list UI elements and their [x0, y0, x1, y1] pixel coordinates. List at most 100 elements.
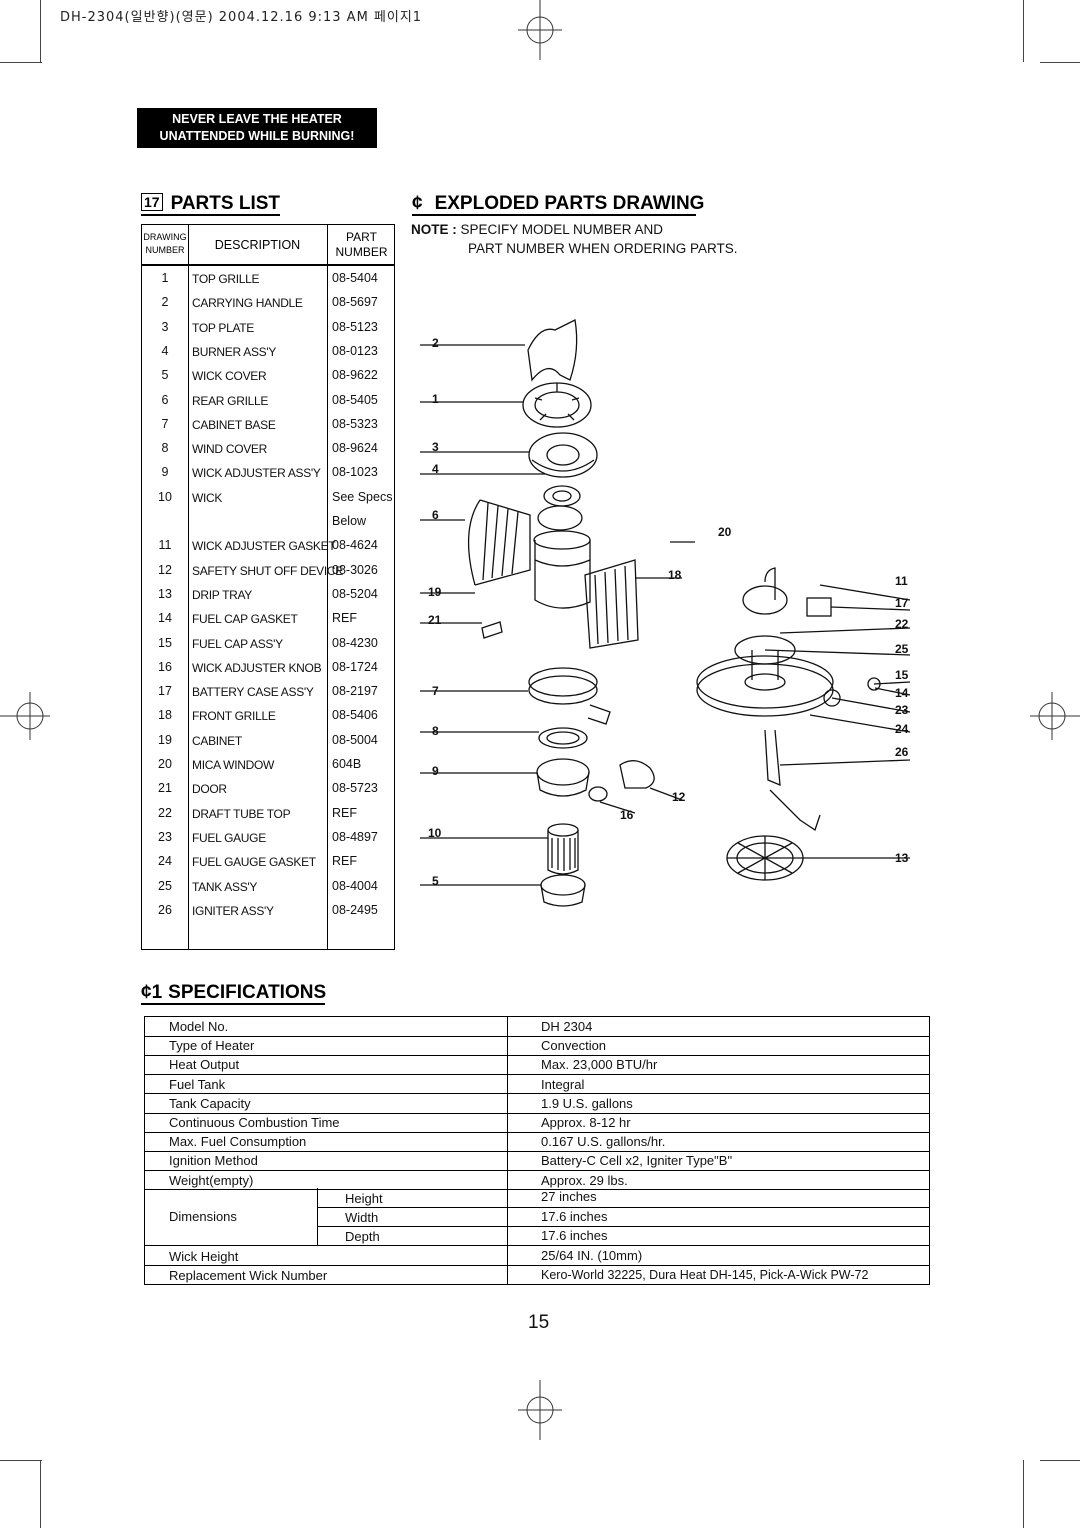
fuel-gauge-part	[823, 689, 841, 707]
callout-19: 19	[428, 585, 442, 599]
spec-label: Continuous Combustion Time	[169, 1115, 340, 1130]
warning-banner: NEVER LEAVE THE HEATER UNATTENDED WHILE …	[137, 108, 377, 148]
part-drawing-number: 8	[161, 441, 169, 456]
part-description: WICK	[192, 490, 223, 505]
part-number: 08-4004	[332, 878, 378, 893]
note-line-2: PART NUMBER WHEN ORDERING PARTS.	[468, 241, 738, 256]
callout-16: 16	[620, 808, 634, 822]
callout-24: 24	[895, 722, 909, 736]
title-underline	[412, 214, 696, 216]
part-number: 08-5323	[332, 416, 378, 431]
depth-label: Depth	[345, 1229, 380, 1244]
spec-value: Max. 23,000 BTU/hr	[541, 1057, 658, 1073]
callout-15: 15	[895, 668, 909, 682]
callout-2: 2	[432, 336, 439, 350]
part-number: See Specs	[332, 489, 393, 504]
wick-adjuster-knob-part	[588, 786, 608, 802]
spec-label: Model No.	[169, 1019, 229, 1034]
spec-value: DH 2304	[541, 1019, 593, 1034]
crop-mark	[1040, 1460, 1080, 1461]
warning-line-2: UNATTENDED WHILE BURNING!	[159, 129, 355, 143]
spec-label: Type of Heater	[169, 1038, 255, 1054]
igniter-part	[764, 729, 781, 787]
part-number: 08-2197	[332, 684, 378, 699]
part-description: FUEL CAP ASS'Y	[192, 636, 283, 651]
part-drawing-number: 11	[158, 538, 172, 553]
table-row: 25 TANK ASS'Y 08-4004	[142, 875, 396, 899]
callout-26: 26	[895, 745, 909, 759]
part-number: 08-5123	[332, 319, 378, 334]
replacement-wick-label: Replacement Wick Number	[169, 1268, 328, 1283]
callout-13: 13	[895, 851, 909, 865]
part-number: 08-4624	[332, 538, 378, 553]
carrying-handle-part	[527, 319, 578, 382]
spec-label: Ignition Method	[169, 1153, 258, 1169]
part-number: 08-5697	[332, 295, 378, 310]
part-description: TOP GRILLE	[192, 272, 260, 286]
crop-mark	[1040, 62, 1080, 63]
wick-cover-bottom-part	[540, 874, 586, 896]
front-grille-part	[584, 559, 639, 649]
spec-value: Approx. 8-12 hr	[541, 1115, 631, 1130]
part-drawing-number: 25	[158, 878, 172, 893]
spec-value: Approx. 29 lbs.	[541, 1172, 628, 1188]
callout-9: 9	[432, 764, 439, 778]
width-label: Width	[345, 1210, 379, 1225]
registration-mark-bottom	[518, 1380, 562, 1440]
battery-case-part	[764, 567, 776, 600]
part-drawing-number: 23	[158, 829, 172, 844]
part-description: FUEL GAUGE	[192, 830, 266, 845]
wick-cover-part	[537, 505, 583, 531]
part-drawing-number: 26	[158, 902, 172, 917]
callout-25: 25	[895, 642, 909, 656]
table-row: 1 TOP GRILLE 08-5404	[142, 267, 396, 291]
registration-mark-top	[518, 0, 562, 60]
cabinet-base-part	[528, 667, 598, 697]
wick-height-value: 25/64 IN. (10mm)	[541, 1248, 643, 1263]
part-drawing-number: 9	[161, 465, 169, 480]
part-description: FUEL CAP GASKET	[192, 612, 298, 627]
part-number: 08-3026	[332, 562, 378, 577]
part-description: TANK ASS'Y	[192, 879, 258, 894]
callout-6: 6	[432, 508, 439, 522]
part-number: 08-0123	[332, 343, 378, 358]
part-number: 08-4230	[332, 635, 378, 650]
part-number: 08-9622	[332, 368, 378, 383]
spec-value: 0.167 U.S. gallons/hr.	[541, 1134, 666, 1150]
part-drawing-number: 18	[158, 708, 172, 723]
part-number: 08-5404	[332, 271, 378, 285]
callout-18: 18	[668, 568, 682, 582]
title-underline	[141, 214, 280, 216]
tank-part	[696, 655, 834, 709]
igniter-lever-part	[769, 789, 821, 832]
callout-11: 11	[895, 574, 908, 588]
section-symbol: ¢	[412, 193, 423, 214]
part-drawing-number: 24	[158, 854, 172, 869]
part-drawing-number: 1	[161, 271, 169, 285]
crop-mark	[1023, 1460, 1024, 1528]
part-number: REF	[332, 611, 357, 626]
part-description: REAR GRILLE	[192, 393, 269, 408]
callout-1: 1	[432, 392, 439, 406]
registration-mark-left	[0, 692, 50, 740]
callout-23: 23	[895, 703, 909, 717]
note-line-1: SPECIFY MODEL NUMBER AND	[460, 222, 664, 237]
wick-adjuster-part	[536, 758, 590, 786]
